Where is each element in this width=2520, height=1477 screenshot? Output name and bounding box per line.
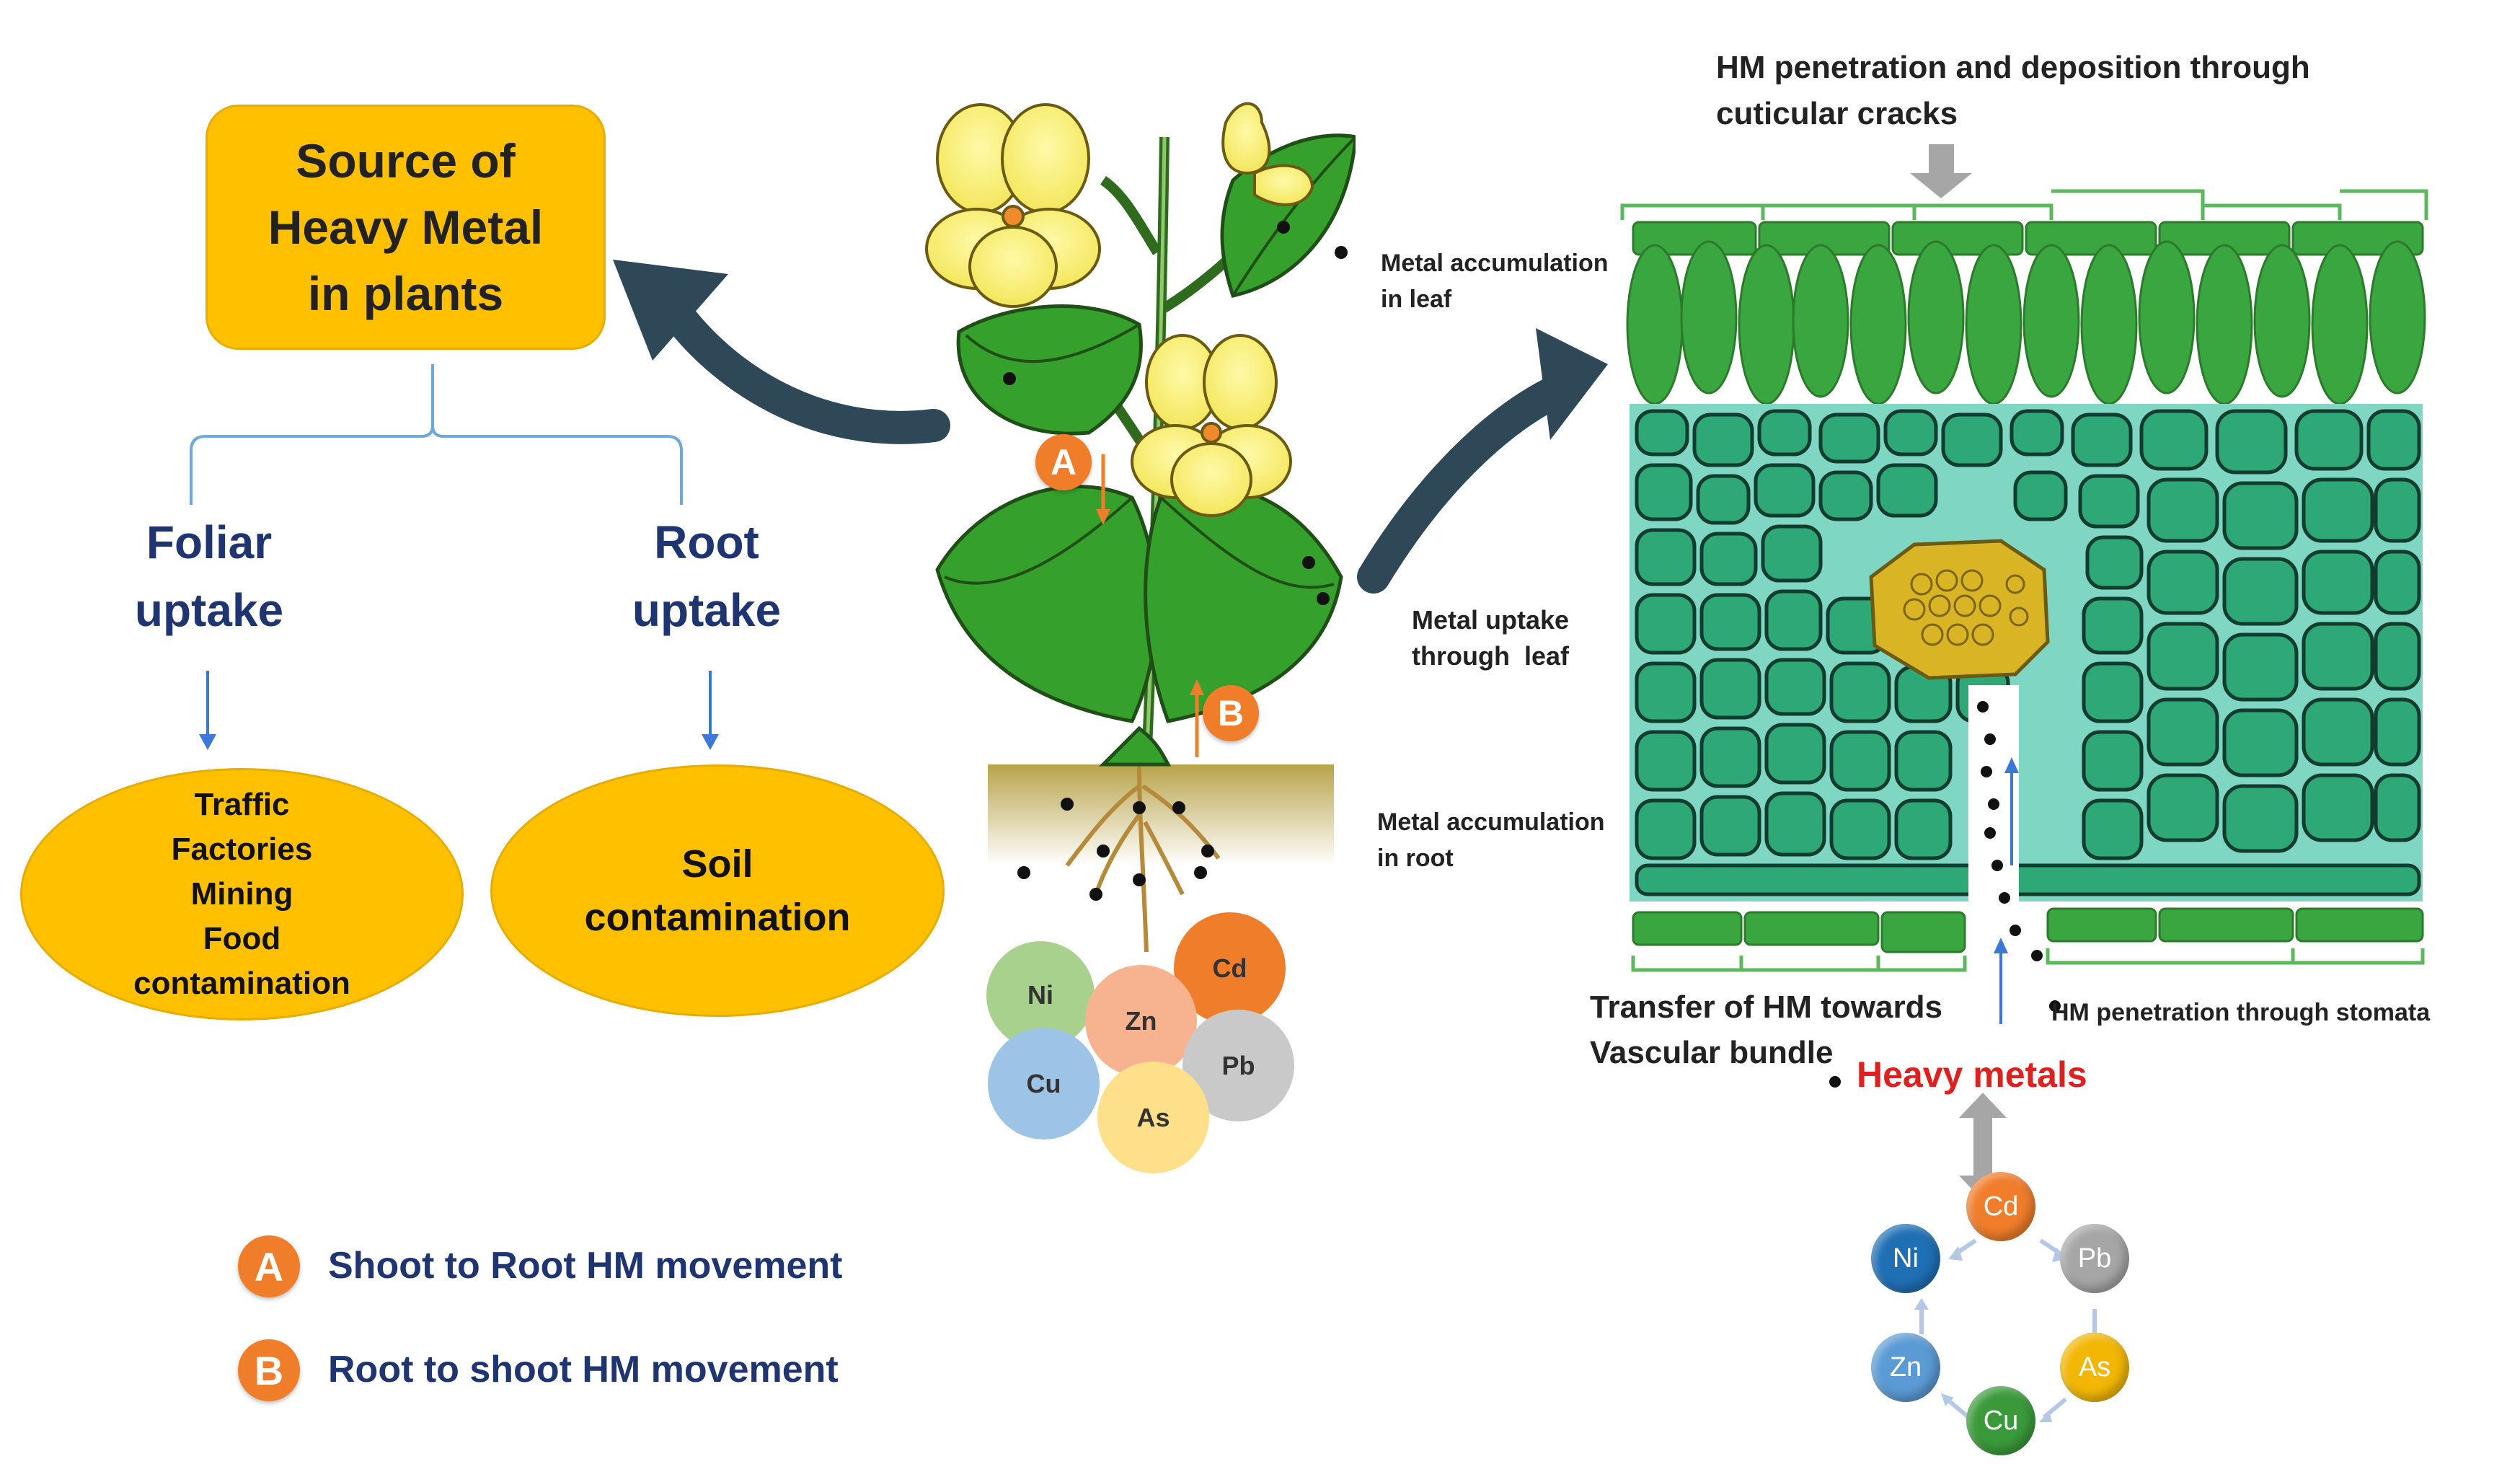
leaf-cross-section — [1620, 144, 2428, 1024]
palisade-cells — [1626, 240, 2426, 405]
roots — [1065, 764, 1221, 952]
cycle-metal-pb: Pb — [2060, 1224, 2129, 1293]
flower-side — [1221, 102, 1314, 206]
stomata-metal-dots — [1977, 701, 2061, 1012]
source-mining: Mining — [190, 876, 293, 912]
marker-b: B — [1203, 685, 1259, 741]
leaves — [935, 133, 1356, 767]
cycle-metal-zn: Zn — [1871, 1333, 1940, 1402]
foliar-sources-ellipse: Traffic Factories Mining Food contaminat… — [20, 768, 464, 1020]
flower-middle — [1131, 334, 1292, 517]
plant-illustration — [925, 102, 1356, 952]
source-contamination: contamination — [133, 966, 350, 1001]
soil-metal-cu: Cu — [988, 1028, 1100, 1139]
soil-metal-ni: Ni — [986, 941, 1095, 1049]
cycle-metal-cd: Cd — [1966, 1172, 2035, 1241]
source-food: Food — [203, 921, 281, 956]
marker-a: A — [1035, 434, 1092, 490]
soil-contamination-label: Soil contamination — [584, 842, 851, 939]
arrow-to-source-box — [658, 294, 950, 444]
cuticular-cracks-label: HM penetration and deposition through cu… — [1716, 50, 2310, 131]
root-uptake-label: Root uptake — [632, 516, 782, 636]
legend-label-a: Shoot to Root HM movement — [328, 1245, 843, 1287]
vascular-bundle — [1869, 539, 2050, 680]
cycle-metal-cu: Cu — [1966, 1386, 2035, 1455]
heavy-metals-label: Heavy metals — [1857, 1054, 2087, 1095]
soil-metal-zn: Zn — [1085, 965, 1197, 1077]
cycle-metal-as: As — [2060, 1333, 2129, 1402]
source-box-title: Source of Heavy Metal in plants — [268, 134, 544, 320]
soil-contamination-ellipse: Soil contamination — [490, 764, 945, 1017]
foliar-uptake-label: Foliar uptake — [134, 516, 284, 636]
heavy-metals-dot — [1829, 1076, 1841, 1088]
stomata-penetration-label: HM penetration through stomata — [2051, 999, 2431, 1026]
source-box: Source of Heavy Metal in plants — [205, 105, 606, 350]
soil-metal-as: As — [1097, 1062, 1209, 1173]
arrow-to-leaf-section — [1357, 369, 1585, 594]
metal-dots-plant — [1003, 221, 1348, 901]
spongy-cells — [1635, 409, 2421, 896]
legend-badge-b: B — [238, 1339, 300, 1401]
metal-accumulation-leaf-label: Metal accumulation in leaf — [1381, 250, 1609, 313]
transfer-vascular-label: Transfer of HM towards Vascular bundle — [1590, 989, 1942, 1070]
legend-badge-a: A — [238, 1235, 300, 1297]
legend-label-b: Root to shoot HM movement — [328, 1349, 839, 1390]
source-factories: Factories — [171, 832, 313, 867]
arrow-to-leaf-section-head — [1536, 328, 1608, 440]
metal-accumulation-root-label: Metal accumulation in root — [1377, 808, 1605, 872]
source-traffic: Traffic — [194, 787, 290, 822]
soil-metal-pb: Pb — [1182, 1010, 1294, 1121]
flower-top — [925, 103, 1101, 308]
metal-uptake-leaf-label: Metal uptake through leaf — [1412, 605, 1570, 671]
double-arrow — [1959, 1093, 2007, 1201]
cycle-metal-ni: Ni — [1871, 1224, 1940, 1293]
arrow-to-source-box-head — [613, 260, 728, 361]
